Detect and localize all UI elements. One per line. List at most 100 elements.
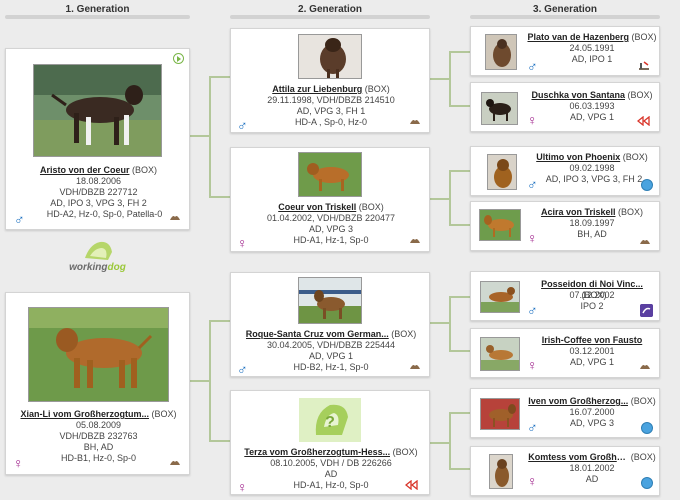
connector (209, 440, 230, 442)
dog-name[interactable]: Acira von Triskell (540, 207, 616, 217)
dog-name[interactable]: Roque-Santa Cruz vom German... (245, 329, 389, 339)
dog-card-posseidon[interactable]: Posseidon di Noi Vinc... (BOX) 07.12.200… (470, 271, 660, 321)
connector (449, 350, 470, 352)
titles: AD, IPO 3, VPG 3, FH 2 (545, 174, 643, 184)
dog-photo[interactable] (489, 454, 513, 489)
logo-word-dog: dog (107, 262, 126, 273)
connector (209, 76, 230, 78)
header-divider-2 (230, 15, 430, 19)
dog-name[interactable]: Aristo von der Coeur (39, 165, 130, 175)
breed-club-badge-icon (640, 304, 653, 317)
birth-registration: 29.11.1998, VDH/DBZB 214510 (267, 95, 395, 105)
female-icon: ♀ (527, 112, 538, 128)
dog-card-ultimo[interactable]: Ultimo von Phoenix (BOX) 09.02.1998 AD, … (470, 146, 660, 196)
club-logo-icon (640, 365, 650, 369)
dog-card-coeur[interactable]: Coeur von Triskell (BOX) 01.04.2002, VDH… (230, 147, 430, 252)
play-icon[interactable] (173, 53, 184, 64)
connector (449, 296, 470, 298)
connector (190, 380, 210, 382)
titles: AD, VPG 1 (308, 351, 353, 361)
certification-badge-icon (641, 179, 653, 191)
dog-card-attila[interactable]: Attila zur Liebenburg (BOX) 29.11.1998, … (230, 28, 430, 133)
female-icon: ♀ (237, 479, 248, 495)
titles: AD, VPG 3 (308, 224, 353, 234)
breed-label: (BOX) (151, 409, 177, 419)
breed-label: (BOX) (622, 152, 648, 162)
titles: AD, VPG 3 (569, 418, 614, 428)
club-logo-icon (640, 240, 650, 244)
dog-photo-placeholder[interactable]: ? (296, 395, 364, 445)
health-results: HD-B2, Hz-1, Sp-0 (293, 362, 369, 372)
dog-card-komtess[interactable]: Komtess vom Großhe... (BOX) 18.01.2002 A… (470, 446, 660, 496)
dog-photo[interactable] (480, 337, 520, 371)
registration: VDH/DBZB 232763 (59, 431, 138, 441)
connector (449, 412, 470, 414)
connector (449, 105, 470, 107)
breed-label: (BOX) (364, 84, 390, 94)
connector (430, 442, 450, 444)
birth-registration: 01.04.2002, VDH/DBZB 220477 (266, 213, 396, 223)
connector (449, 170, 470, 172)
male-icon: ♂ (237, 117, 248, 133)
dog-name[interactable]: Coeur von Triskell (278, 202, 357, 212)
dog-name[interactable]: Plato van de Hazenberg (527, 32, 629, 42)
male-icon: ♂ (527, 419, 538, 435)
male-icon: ♂ (14, 211, 25, 227)
male-icon: ♂ (237, 361, 248, 377)
dog-card-acira[interactable]: Acira von Triskell (BOX) 18.09.1997 BH, … (470, 201, 660, 251)
titles: BH, AD (83, 442, 114, 452)
dog-name[interactable]: Duschka von Santana (531, 90, 625, 100)
health-results: HD-A1, Hz-0, Sp-0 (293, 480, 369, 490)
breed-label: (BOX) (618, 207, 644, 217)
connector (209, 320, 211, 442)
dog-name[interactable]: Ultimo von Phoenix (536, 152, 621, 162)
connector (449, 468, 470, 470)
titles: BH, AD (577, 229, 607, 239)
dog-name[interactable]: Komtess vom Großhe... (528, 452, 629, 462)
birth-date: 16.07.2000 (569, 407, 615, 417)
dog-name[interactable]: Xian-Li vom Großherzogtum... (20, 409, 149, 419)
connector (449, 170, 451, 226)
registration: VDH/DBZB 227712 (59, 187, 138, 197)
dog-card-xianli[interactable]: Xian-Li vom Großherzogtum... (BOX) 05.08… (5, 292, 190, 475)
health-results: HD-A2, Hz-0, Sp-0, Patella-0 (46, 209, 163, 219)
birth-registration: 30.04.2005, VDH/DBZB 225444 (266, 340, 396, 350)
agility-icon (639, 61, 649, 70)
dog-name[interactable]: Irish-Coffee von Fausto (541, 335, 643, 345)
dog-card-plato[interactable]: Plato van de Hazenberg (BOX) 24.05.1991 … (470, 26, 660, 76)
dog-photo[interactable] (33, 64, 162, 157)
dog-photo[interactable] (485, 34, 517, 70)
connector (209, 76, 211, 198)
dog-name[interactable]: Attila zur Liebenburg (272, 84, 363, 94)
dog-card-iven[interactable]: Iven vom Großherzog... (BOX) 16.07.2000 … (470, 388, 660, 438)
dog-photo[interactable] (298, 152, 362, 197)
health-results: HD-B1, Hz-0, Sp-0 (60, 453, 137, 463)
dog-card-roque[interactable]: Roque-Santa Cruz vom German... (BOX) 30.… (230, 272, 430, 377)
dog-name[interactable]: Posseidon di Noi Vinc... (541, 279, 643, 289)
dog-photo[interactable] (479, 209, 521, 241)
dog-photo[interactable] (28, 307, 169, 402)
dog-card-irish[interactable]: Irish-Coffee von Fausto 03.12.2001 AD, V… (470, 328, 660, 378)
club-logo-icon (410, 365, 420, 369)
connector (430, 78, 450, 80)
titles: IPO 2 (580, 301, 604, 311)
birth-date: 03.12.2001 (569, 346, 615, 356)
birth-date: 24.05.1991 (569, 43, 615, 53)
dog-name[interactable]: Iven vom Großherzog... (528, 396, 629, 406)
dog-photo[interactable] (480, 281, 520, 313)
breed-label: (BOX) (631, 32, 657, 42)
dog-card-terza[interactable]: ? Terza vom Großherzogtum-Hess... (BOX) … (230, 390, 430, 495)
titles: AD, IPO 3, VPG 3, FH 2 (50, 198, 147, 208)
working-dog-logo-icon (85, 241, 112, 260)
dog-photo[interactable] (480, 398, 520, 430)
certification-badge-icon (641, 477, 653, 489)
dog-photo[interactable] (481, 92, 518, 125)
connector (449, 296, 451, 352)
dog-photo[interactable] (487, 154, 517, 190)
dog-card-duschka[interactable]: Duschka von Santana (BOX) 06.03.1993 AD,… (470, 82, 660, 132)
dog-photo[interactable] (298, 34, 362, 79)
dog-name[interactable]: Terza vom Großherzogtum-Hess... (244, 447, 391, 457)
breed-label: (BOX) (358, 202, 384, 212)
dog-photo[interactable] (298, 277, 362, 324)
dog-card-aristo[interactable]: Aristo von der Coeur (BOX) 18.08.2006 VD… (5, 48, 190, 230)
